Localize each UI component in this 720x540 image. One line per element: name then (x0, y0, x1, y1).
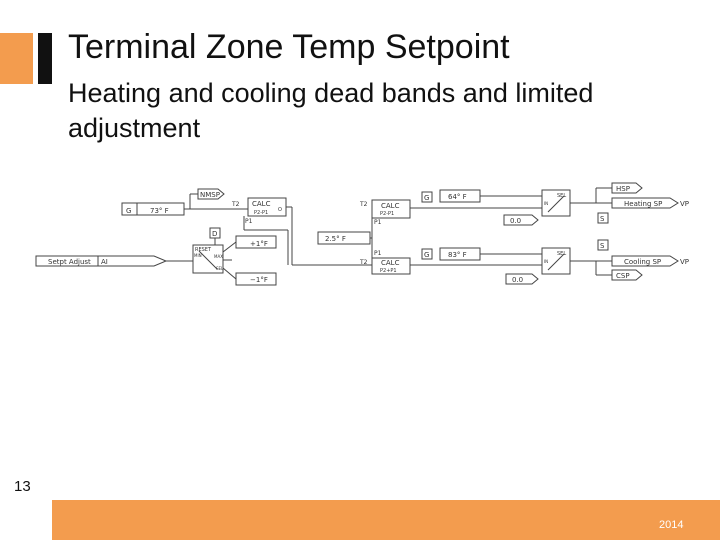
hsp-output (611, 182, 643, 194)
label-sel-upper: SEL (557, 193, 566, 199)
label-csp: CSP (616, 272, 630, 280)
label-p1-3: P1 (374, 250, 382, 257)
selector-upper (541, 189, 571, 217)
label-reset: RESET (195, 247, 212, 253)
csp-output (611, 269, 643, 281)
label-ai: AI (101, 258, 108, 266)
label-minus1f: −1°F (250, 276, 268, 284)
zero-input-lower (505, 273, 539, 285)
zero-input-upper (503, 214, 539, 226)
pin-g-2 (421, 191, 433, 203)
label-calc-1: CALC (252, 200, 271, 208)
label-o-1: O (278, 207, 282, 213)
label-max: MAX (214, 254, 223, 259)
label-hsp: HSP (616, 185, 630, 193)
pin-s-upper (597, 212, 609, 224)
label-83f: 83° F (448, 251, 467, 259)
label-73f: 73° F (150, 207, 169, 215)
label-g-83: G (424, 251, 429, 259)
label-g-73: G (126, 207, 131, 215)
heating-sp-output (611, 197, 679, 209)
label-p1-2: P1 (374, 219, 382, 226)
cooling-sp-output (611, 255, 679, 267)
label-2-5f: 2.5° F (325, 235, 346, 243)
label-in-upper: IN (544, 201, 548, 206)
label-t2-1: T2 (231, 201, 240, 208)
nmsp-output (197, 188, 225, 200)
label-sel-lower: SEL (557, 251, 566, 257)
label-calc-3: CALC (381, 259, 400, 267)
label-in-lower: IN (544, 259, 548, 264)
label-t2-2: T2 (359, 201, 368, 208)
label-setpt-adjust: Setpt Adjust (48, 258, 91, 266)
label-p1-1: P1 (245, 218, 253, 225)
label-zero-lower: 0.0 (512, 276, 523, 284)
setpt-adjust-input (35, 255, 168, 267)
label-plus1f: +1°F (250, 240, 268, 248)
label-p2p1-2: P2-P1 (380, 211, 394, 217)
label-sel: SEL (216, 266, 224, 271)
accent-bar-orange (0, 33, 33, 84)
label-vp-lower: VP (680, 258, 689, 266)
page-number: 13 (14, 478, 31, 495)
label-g-64: G (424, 194, 429, 202)
accent-bar-black (38, 33, 52, 84)
label-t2-3: T2 (359, 259, 368, 266)
label-nmsp: NMSP (200, 191, 220, 199)
slide-title: Terminal Zone Temp Setpoint (68, 28, 510, 66)
pin-s-lower (597, 239, 609, 251)
label-calc-2: CALC (381, 202, 400, 210)
label-min: MIN (194, 253, 202, 258)
label-d-1: D (212, 230, 217, 238)
label-s-lower: S (600, 242, 605, 250)
label-p2-plus-p1: P2+P1 (380, 268, 397, 274)
label-s-upper: S (600, 215, 605, 223)
label-zero-upper: 0.0 (510, 217, 521, 225)
footer-year: 2014 (659, 519, 684, 531)
label-vp-upper: VP (680, 200, 689, 208)
pin-g-3 (421, 248, 433, 260)
label-cooling-sp: Cooling SP (624, 258, 661, 266)
label-heating-sp: Heating SP (624, 200, 662, 208)
label-64f: 64° F (448, 193, 467, 201)
reset-block (192, 244, 224, 274)
slide-subtitle: Heating and cooling dead bands and limit… (68, 78, 594, 143)
calc-block-2 (371, 199, 411, 219)
label-p2p1-1: P2-P1 (254, 210, 268, 216)
calc-block-3 (371, 257, 411, 275)
footer-bar (52, 500, 720, 540)
